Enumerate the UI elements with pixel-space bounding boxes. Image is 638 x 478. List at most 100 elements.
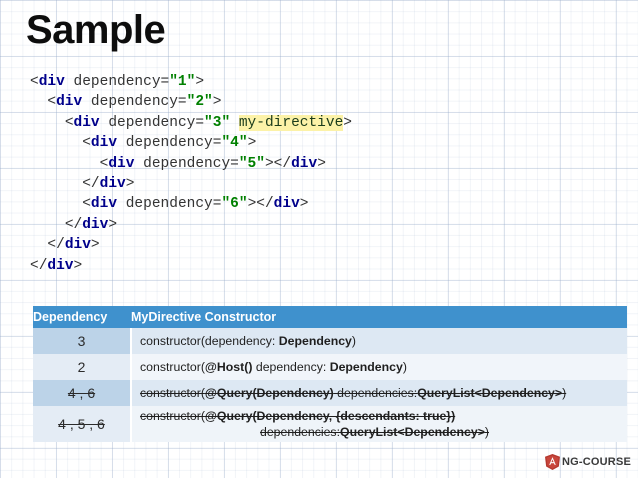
code-token: </ xyxy=(64,216,83,233)
code-token: div xyxy=(82,216,109,233)
constructor-token: constructor( xyxy=(140,409,205,423)
code-snippet: <div dependency="1"> <div dependency="2"… xyxy=(30,72,630,276)
code-token: div xyxy=(90,135,118,152)
code-token: div xyxy=(108,155,135,172)
constructor-token: constructor( xyxy=(140,360,205,374)
code-line: <div dependency="3" my-directive> xyxy=(30,113,630,133)
brand-logo: NG-COURSE xyxy=(545,454,631,470)
code-line: </div> xyxy=(30,215,630,235)
code-highlight-directive: my-directive xyxy=(238,114,344,131)
constructor-token: @Host() xyxy=(204,360,253,374)
constructor-token: ) xyxy=(484,425,489,439)
code-token: div xyxy=(38,74,65,90)
code-token: "5" xyxy=(238,155,265,172)
code-token: "1" xyxy=(169,74,196,90)
code-line: <div dependency="1"> xyxy=(30,72,630,92)
page-title: Sample xyxy=(26,8,166,52)
code-token: div xyxy=(56,94,83,111)
table-row: 4 , 5 , 6 constructor(@Query(Dependency, … xyxy=(33,406,627,442)
cell-dependency: 3 xyxy=(33,328,131,354)
code-token: div xyxy=(99,175,126,192)
code-token: "6" xyxy=(221,196,248,213)
code-token: < xyxy=(47,94,57,111)
constructor-token: @Query(Dependency) xyxy=(204,386,334,400)
table-head: Dependency MyDirective Constructor xyxy=(33,306,627,328)
constructor-token: ) xyxy=(351,334,356,348)
cell-constructor: constructor(dependency: Dependency) xyxy=(130,328,627,354)
cell-dependency: 4 , 5 , 6 xyxy=(33,406,131,442)
code-line: </div> xyxy=(30,235,630,255)
constructor-token: constructor(dependency: xyxy=(140,334,279,348)
constructor-line: constructor(@Host() dependency: Dependen… xyxy=(140,360,407,374)
cell-constructor: constructor(@Host() dependency: Dependen… xyxy=(130,354,627,380)
code-token: dependency= xyxy=(117,196,222,213)
cell-constructor: constructor(@Query(Dependency, {descenda… xyxy=(130,406,627,442)
code-token: "4" xyxy=(221,135,248,152)
constructor-line: dependencies:QueryList<Dependency>) xyxy=(140,425,627,439)
code-token: > xyxy=(212,94,222,111)
code-token: < xyxy=(30,74,39,90)
constructor-token: QueryList<Dependency> xyxy=(340,425,485,439)
brand-logo-text: NG-COURSE xyxy=(562,456,632,468)
code-line: <div dependency="2"> xyxy=(30,92,630,112)
cell-dependency: 2 xyxy=(33,354,131,380)
code-token: dependency= xyxy=(134,155,239,172)
constructor-token: dependencies: xyxy=(260,425,340,439)
code-token: < xyxy=(99,155,109,172)
constructor-token: Dependency xyxy=(278,334,352,348)
constructor-token: dependency: xyxy=(252,360,330,374)
code-token: > xyxy=(195,74,205,90)
cell-constructor: constructor(@Query(Dependency) dependenc… xyxy=(130,380,627,406)
column-header-constructor: MyDirective Constructor xyxy=(131,306,627,328)
table-row: 4 , 6 constructor(@Query(Dependency) depe… xyxy=(33,380,627,406)
code-token: > xyxy=(247,135,257,152)
code-line: <div dependency="5"></div> xyxy=(30,154,630,174)
constructor-token: @Query(Dependency, {descendants: true}) xyxy=(204,409,456,423)
code-token: div xyxy=(273,196,300,213)
code-token: div xyxy=(291,155,318,172)
code-token: < xyxy=(64,114,74,131)
constructor-token: QueryList<Dependency> xyxy=(417,386,563,400)
code-token: div xyxy=(90,196,118,213)
code-token: > xyxy=(125,175,135,192)
code-token: </ xyxy=(47,237,65,254)
code-token: > xyxy=(299,196,309,213)
code-token xyxy=(230,115,239,131)
code-token: ></ xyxy=(247,196,274,213)
column-header-dependency: Dependency xyxy=(33,306,131,328)
code-token: > xyxy=(317,155,326,172)
constructor-line: constructor(@Query(Dependency, {descenda… xyxy=(140,409,455,423)
code-token: < xyxy=(82,135,91,152)
constructor-token: Dependency xyxy=(329,360,403,374)
dependency-value: 4 , 6 xyxy=(67,385,96,401)
code-token: "3" xyxy=(204,114,231,131)
code-token: > xyxy=(108,216,118,233)
code-token: dependency= xyxy=(117,135,222,152)
cell-dependency: 4 , 6 xyxy=(33,380,131,406)
code-token: div xyxy=(73,114,100,131)
code-token: div xyxy=(64,237,91,254)
table-row: 2 constructor(@Host() dependency: Depende… xyxy=(33,354,627,380)
code-token: > xyxy=(90,237,100,254)
constructor-token: constructor( xyxy=(140,386,205,400)
dependency-value: 4 , 5 , 6 xyxy=(58,416,105,432)
dependency-value: 2 xyxy=(77,359,86,375)
dependency-value: 3 xyxy=(77,333,86,349)
code-token: > xyxy=(73,257,83,274)
code-line: </div> xyxy=(30,174,630,194)
code-line: </div> xyxy=(30,256,630,276)
dependency-table: Dependency MyDirective Constructor 3 cons… xyxy=(33,306,627,442)
code-token: </ xyxy=(30,257,48,274)
constructor-token: ) xyxy=(562,386,567,400)
code-token: dependency= xyxy=(99,114,205,131)
code-token: div xyxy=(47,257,74,274)
code-line: <div dependency="6"></div> xyxy=(30,194,630,214)
angular-shield-icon xyxy=(545,454,560,470)
code-token: dependency= xyxy=(64,74,170,90)
constructor-line: constructor(dependency: Dependency) xyxy=(140,334,356,348)
code-token: ></ xyxy=(264,155,292,172)
constructor-token: ) xyxy=(402,360,407,374)
code-line: <div dependency="4"> xyxy=(30,133,630,153)
